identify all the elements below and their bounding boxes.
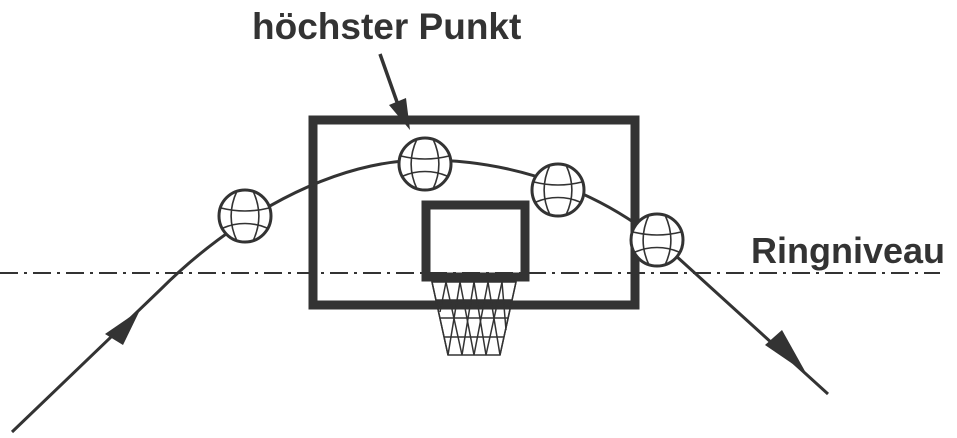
arrow-icon: [105, 310, 140, 345]
arrow-icon: [389, 98, 410, 130]
highest-point-pointer: [378, 53, 399, 103]
basketball-icon: [397, 136, 453, 192]
arrow-icon: [765, 330, 806, 373]
basketball-icon: [530, 162, 586, 218]
backboard-target-square: [421, 200, 530, 282]
basketball-icon: [217, 188, 273, 244]
trajectory-curve: [10, 158, 830, 434]
basket-net: [431, 281, 517, 356]
highest-point-label: höchster Punkt: [252, 6, 522, 47]
ring-level-label: Ringniveau: [751, 230, 946, 271]
basketball-icon: [629, 212, 685, 268]
backboard: [308, 115, 640, 310]
